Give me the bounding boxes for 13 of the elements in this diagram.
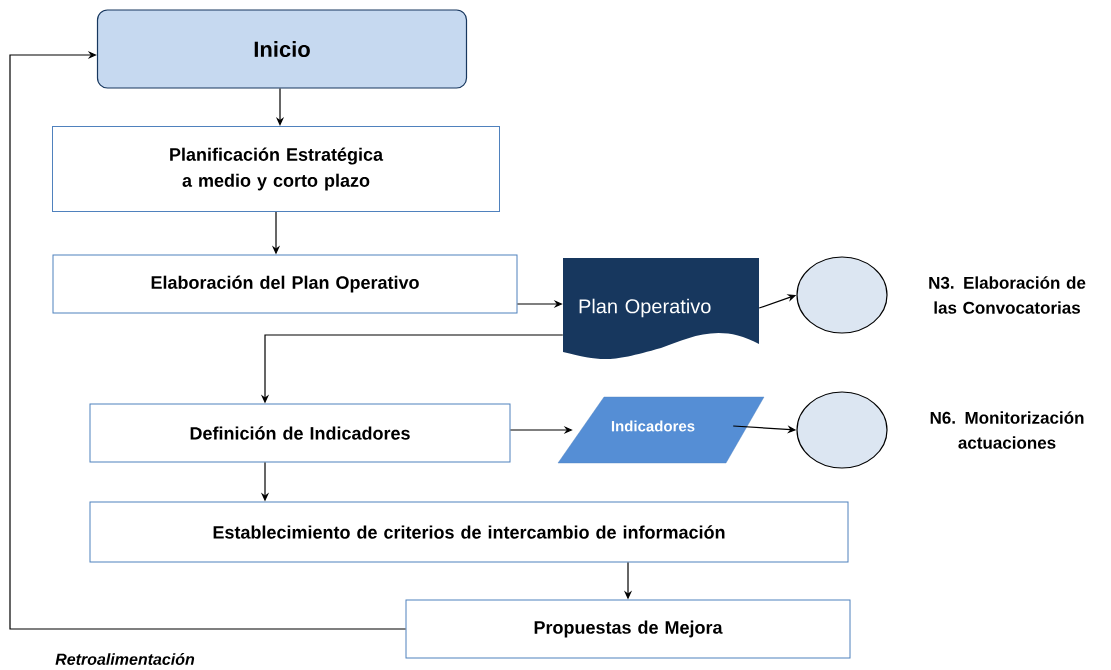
process-box: Establecimiento de criterios de intercambio de información (89, 501, 849, 563)
beside-text: N6. Monitorización actuaciones (930, 411, 1084, 449)
arrow (9, 50, 407, 630)
connector-circle (796, 391, 888, 469)
process-box: Elaboración del Plan Operativo (52, 254, 518, 314)
data-parallelogram: Indicadores (557, 396, 765, 464)
process-box: Planificación Estratégica a medio y corto plazo (52, 126, 500, 212)
process-box: Definición de Indicadores (89, 403, 511, 463)
beside-text: N3. Elaboración de las Convocatorias (929, 276, 1086, 314)
process-box: Propuestas de Mejora (405, 599, 851, 659)
start-box: Inicio (96, 9, 468, 89)
edge-label: Retroalimentación (55, 653, 195, 665)
connector-circle (796, 256, 888, 334)
